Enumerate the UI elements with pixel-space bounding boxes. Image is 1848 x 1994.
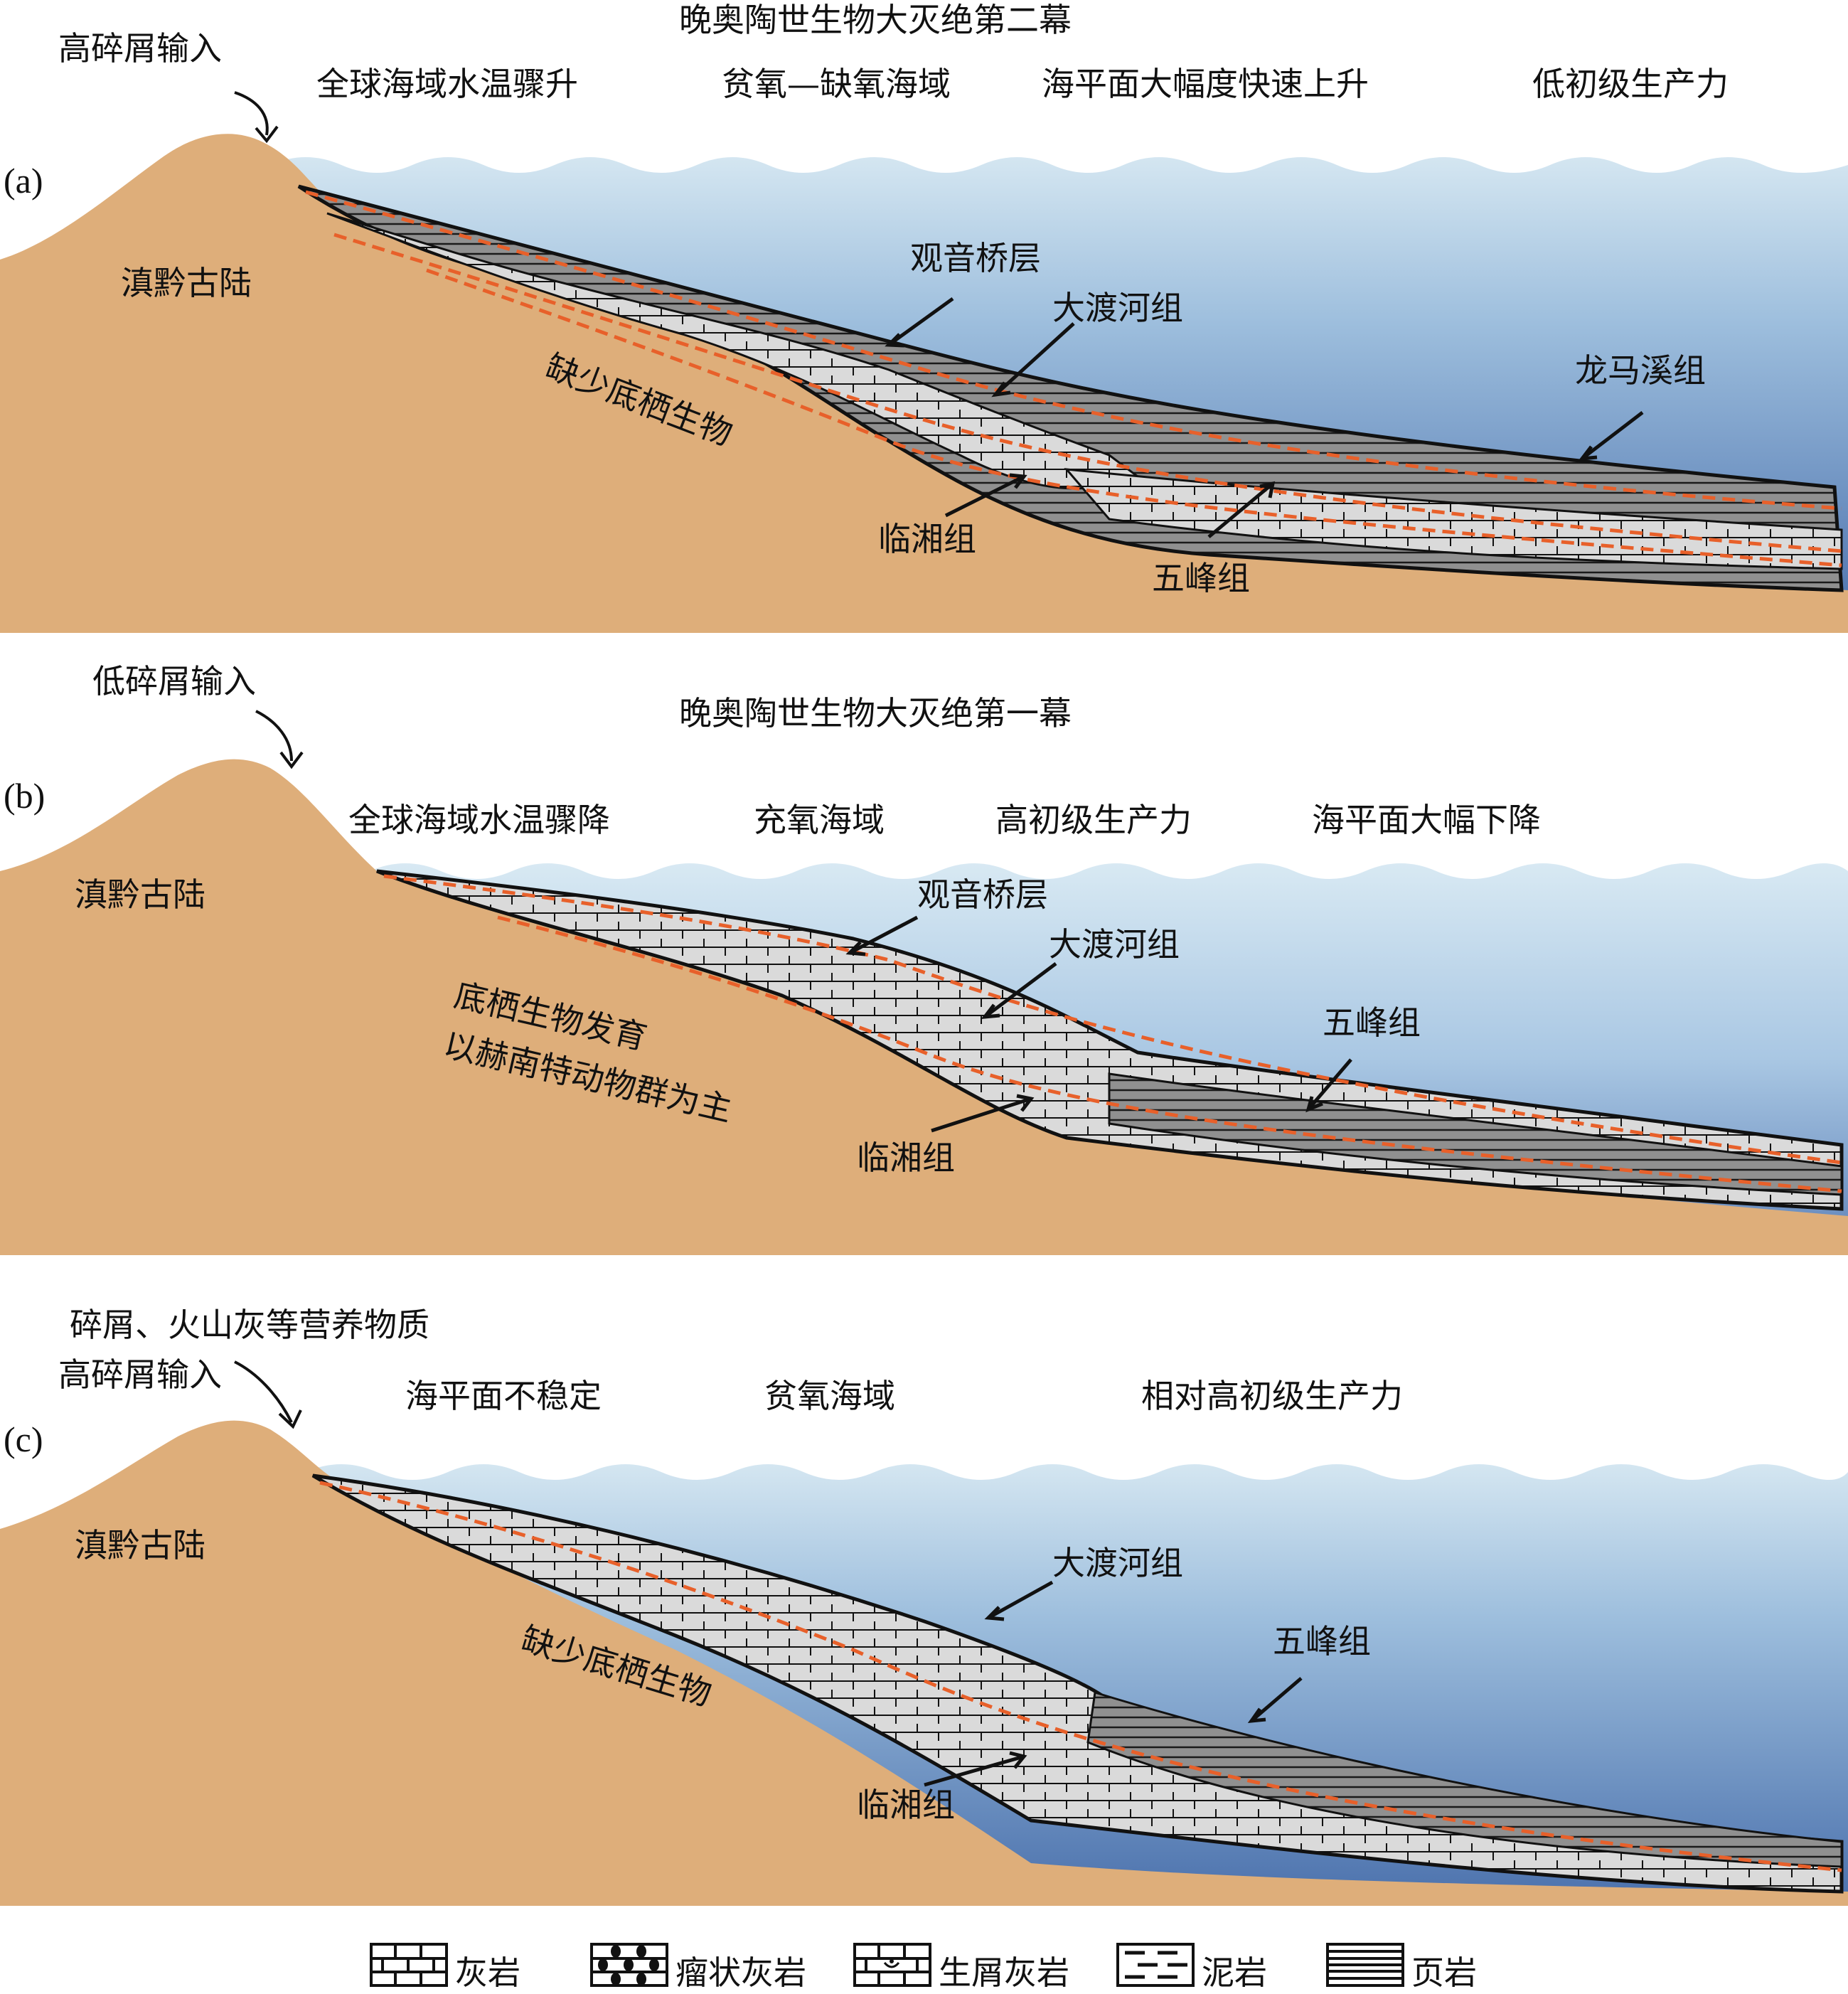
panel-a-land-label: 滇黔古陆 bbox=[121, 264, 252, 302]
panel-a-formation-linxiang: 临湘组 bbox=[878, 520, 976, 558]
mudstone-icon bbox=[1116, 1943, 1195, 1987]
panel-c-formation-linxiang: 临湘组 bbox=[857, 1786, 955, 1824]
strata-c bbox=[311, 1473, 1844, 1894]
panel-a-condition-2: 贫氧—缺氧海域 bbox=[722, 65, 951, 103]
legend-label-shale: 页岩 bbox=[1411, 1953, 1477, 1992]
panel-b-condition-3: 高初级生产力 bbox=[995, 801, 1192, 839]
panel-b-formation-daduhe: 大渡河组 bbox=[1049, 925, 1180, 964]
panel-a-formation-daduhe: 大渡河组 bbox=[1052, 289, 1183, 327]
panel-b-condition-2: 充氧海域 bbox=[754, 801, 885, 839]
land-b bbox=[0, 759, 1848, 1255]
panel-c-condition-2: 贫氧海域 bbox=[764, 1377, 895, 1415]
panel-b-condition-4: 海平面大幅下降 bbox=[1312, 801, 1541, 839]
panel-c bbox=[0, 1360, 1848, 1906]
panel-b-land-label: 滇黔古陆 bbox=[75, 875, 205, 914]
panel-c-condition-1: 海平面不稳定 bbox=[405, 1377, 602, 1415]
panel-a-label: (a) bbox=[4, 161, 43, 201]
panel-a-input: 高碎屑输入 bbox=[58, 29, 222, 68]
panel-a-condition-3: 海平面大幅度快速上升 bbox=[1042, 65, 1369, 103]
panel-b-label: (b) bbox=[4, 776, 46, 816]
bioclastic-limestone-icon bbox=[853, 1943, 931, 1987]
panel-c-label: (c) bbox=[4, 1419, 43, 1459]
panel-a-condition-1: 全球海域水温骤升 bbox=[316, 65, 578, 103]
panel-c-nutrients: 碎屑、火山灰等营养物质 bbox=[70, 1306, 429, 1344]
panel-c-input: 高碎屑输入 bbox=[58, 1355, 222, 1394]
legend-label-nodular-limestone: 瘤状灰岩 bbox=[675, 1953, 806, 1992]
legend-label-limestone: 灰岩 bbox=[455, 1953, 520, 1992]
panel-b-formation-wufeng: 五峰组 bbox=[1323, 1003, 1421, 1042]
panel-b-condition-1: 全球海域水温骤降 bbox=[348, 801, 610, 839]
panel-b-formation-guanyinqiao: 观音桥层 bbox=[917, 875, 1048, 914]
panel-c-condition-3: 相对高初级生产力 bbox=[1141, 1377, 1403, 1415]
panel-b-input: 低碎屑输入 bbox=[92, 662, 256, 700]
panel-b-title: 晚奥陶世生物大灭绝第一幕 bbox=[679, 694, 1072, 732]
panel-c-formation-wufeng: 五峰组 bbox=[1273, 1622, 1371, 1660]
shale-icon bbox=[1326, 1943, 1404, 1987]
nodular-limestone-icon bbox=[590, 1943, 668, 1987]
land-c bbox=[0, 1420, 1848, 1906]
panel-a-title: 晚奥陶世生物大灭绝第二幕 bbox=[679, 1, 1072, 39]
panel-a-formation-longmaxi: 龙马溪组 bbox=[1575, 351, 1706, 390]
panel-a-condition-4: 低初级生产力 bbox=[1532, 65, 1729, 103]
panel-b bbox=[0, 710, 1848, 1255]
legend-label-bioclastic-limestone: 生屑灰岩 bbox=[939, 1953, 1069, 1992]
panel-a-formation-wufeng: 五峰组 bbox=[1152, 559, 1250, 597]
panel-a bbox=[0, 91, 1848, 634]
legend-label-mudstone: 泥岩 bbox=[1202, 1953, 1267, 1992]
panel-b-formation-linxiang: 临湘组 bbox=[857, 1139, 955, 1177]
panel-a-formation-guanyinqiao: 观音桥层 bbox=[910, 239, 1041, 277]
panel-c-formation-daduhe: 大渡河组 bbox=[1052, 1544, 1183, 1582]
panel-c-land-label: 滇黔古陆 bbox=[75, 1526, 205, 1564]
limestone-icon bbox=[370, 1943, 448, 1987]
